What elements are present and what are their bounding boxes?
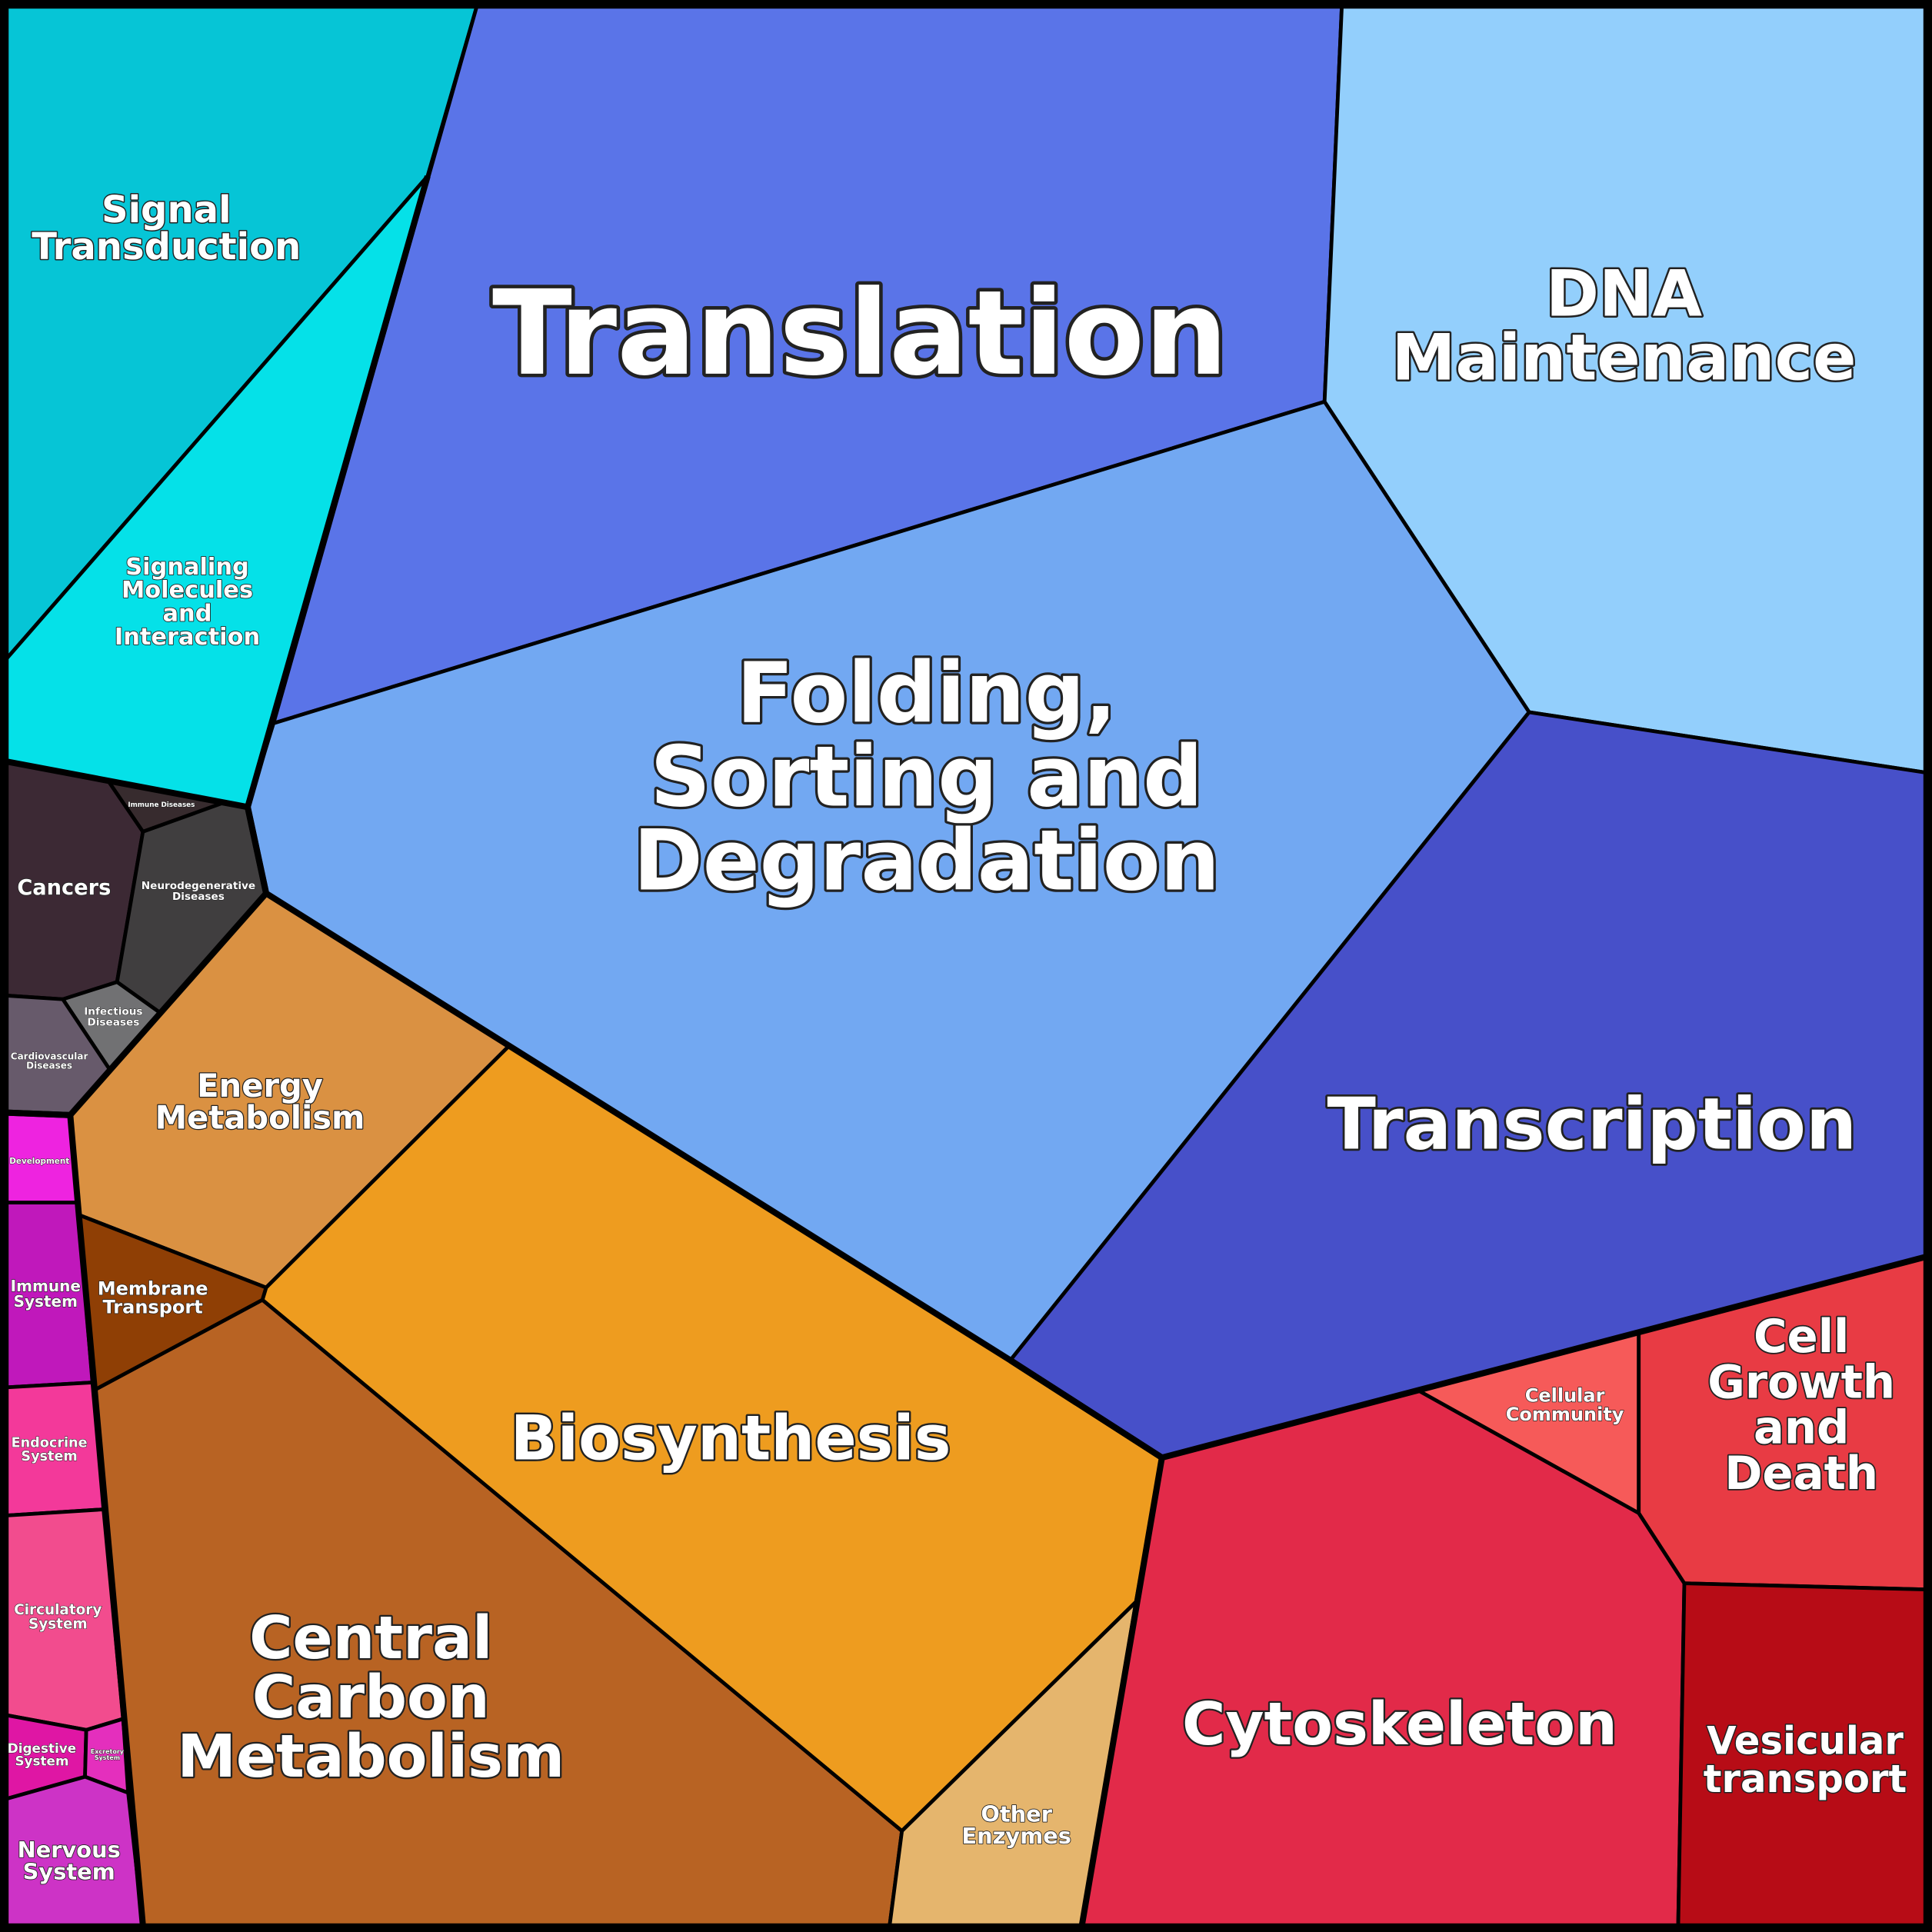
label-cytoskeleton: Cytoskeleton <box>1182 1690 1617 1759</box>
label-line: Cellular <box>1525 1385 1605 1407</box>
label-immune-diseases: Immune Diseases <box>128 801 195 809</box>
label-line: Development <box>9 1157 69 1166</box>
label-line: Cardiovascular <box>11 1051 88 1062</box>
label-biosynthesis: Biosynthesis <box>511 1403 951 1474</box>
label-line: Digestive <box>8 1740 76 1756</box>
label-line: Transport <box>103 1296 203 1317</box>
label-line: Death <box>1724 1447 1878 1500</box>
label-line: and <box>1754 1401 1850 1454</box>
group-border <box>5 1109 146 1927</box>
label-line: Neurodegenerative <box>142 880 255 892</box>
label-line: DNA <box>1546 256 1703 331</box>
label-development: Development <box>9 1157 69 1166</box>
label-line: System <box>95 1754 120 1761</box>
label-line: Community <box>1506 1404 1624 1425</box>
label-line: Molecules <box>122 577 253 604</box>
label-line: Energy <box>197 1067 323 1104</box>
label-line: Sorting and <box>650 728 1203 825</box>
label-line: Biosynthesis <box>511 1403 951 1474</box>
label-line: Immune <box>11 1277 81 1295</box>
label-line: Membrane <box>98 1277 208 1299</box>
label-line: System <box>28 1617 88 1633</box>
label-line: Metabolism <box>177 1723 565 1791</box>
label-line: Diseases <box>87 1016 139 1028</box>
label-line: Circulatory <box>14 1602 102 1618</box>
label-line: Growth <box>1707 1355 1895 1408</box>
label-translation: Translation <box>492 265 1227 401</box>
label-line: Enzymes <box>961 1823 1071 1849</box>
label-line: Signal <box>102 188 232 232</box>
label-line: System <box>21 1449 77 1464</box>
label-line: Central <box>249 1604 492 1673</box>
label-line: Vesicular <box>1707 1718 1904 1763</box>
label-line: Translation <box>492 265 1227 401</box>
label-line: Interaction <box>115 624 260 651</box>
label-line: Transduction <box>32 225 301 268</box>
label-line: Cancers <box>17 876 111 900</box>
label-line: Cell <box>1754 1310 1849 1363</box>
label-line: Immune Diseases <box>128 801 195 809</box>
label-line: Folding, <box>737 644 1117 741</box>
label-line: Cytoskeleton <box>1182 1690 1617 1759</box>
label-line: System <box>15 1754 68 1769</box>
label-cancers: Cancers <box>17 876 111 900</box>
label-line: Excretory <box>91 1748 125 1755</box>
label-line: System <box>23 1859 115 1885</box>
label-line: Other <box>981 1800 1052 1827</box>
label-line: Endocrine <box>12 1435 88 1451</box>
label-line: transport <box>1704 1757 1907 1801</box>
label-line: Diseases <box>172 891 225 903</box>
label-line: Maintenance <box>1392 321 1857 395</box>
group-border <box>244 175 431 894</box>
label-line: Degradation <box>633 811 1220 909</box>
label-transcription: Transcription <box>1327 1083 1857 1166</box>
label-line: Diseases <box>26 1061 72 1071</box>
label-line: Metabolism <box>155 1099 365 1137</box>
label-line: Nervous <box>18 1837 121 1863</box>
label-line: Infectious <box>84 1006 142 1018</box>
group-border <box>1008 1254 1927 1461</box>
label-line: System <box>14 1292 78 1311</box>
label-line: and <box>163 601 212 628</box>
label-line: Signaling <box>125 554 249 581</box>
label-line: Carbon <box>252 1664 490 1732</box>
label-line: Transcription <box>1327 1083 1857 1166</box>
